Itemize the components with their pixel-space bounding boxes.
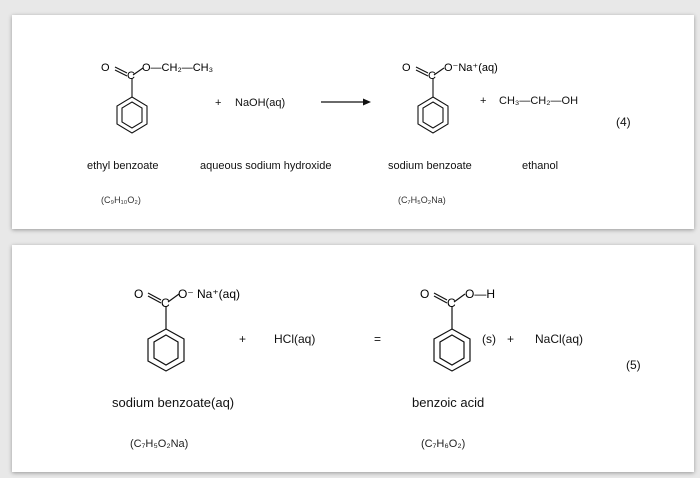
sodium-benzoate-formula: (C₇H₅O₂Na) [398, 195, 446, 205]
equation-number-5: (5) [626, 358, 641, 372]
ester-substituent-label: O—CH₂—CH₃ [142, 62, 213, 74]
sodium-benzoate-name: sodium benzoate [388, 160, 472, 172]
hydrochloric-acid-formula: HCl(aq) [274, 332, 316, 346]
plus-sign-1: + [239, 332, 247, 346]
sodium-benzoate-structure: O C O⁻Na⁺(aq) [402, 62, 498, 134]
plus-sign-2: + [480, 95, 487, 107]
carbonyl-oxygen-label: O [420, 287, 429, 301]
sodium-hydroxide-name: aqueous sodium hydroxide [200, 160, 332, 172]
equation-number-4: (4) [616, 115, 631, 129]
carbonyl-carbon-label: C [161, 296, 170, 310]
sodium-benzoate-aq-name: sodium benzoate(aq) [112, 395, 235, 410]
carbonyl-carbon-label: C [428, 70, 436, 82]
benzoic-acid-name: benzoic acid [412, 395, 485, 410]
sodium-benzoate-aq-formula: (C₇H₅O₂Na) [130, 438, 189, 450]
carbonyl-oxygen-label: O [101, 62, 110, 74]
carbonyl-oxygen-label: O [134, 287, 143, 301]
carboxylate-substituent-label: O⁻Na⁺(aq) [444, 62, 498, 74]
ethyl-benzoate-formula: (C₉H₁₀O₂) [101, 195, 141, 205]
ethanol-name: ethanol [522, 160, 559, 172]
plus-sign-1: + [215, 97, 222, 109]
reaction-5-panel: O C O⁻ Na⁺(aq) sodium benzoate(aq) (C₇H₅… [12, 245, 694, 472]
reaction-arrow [321, 98, 371, 106]
reaction-4-panel: O C O—CH₂—CH₃ ethyl benzoate (C₉H₁₀O₂) +… [12, 15, 694, 229]
sodium-chloride-formula: NaCl(aq) [535, 332, 584, 346]
plus-sign-2: + [507, 332, 515, 346]
benzoic-acid-structure: O C O—H [420, 287, 495, 372]
benzoic-acid-state: (s) [482, 332, 496, 346]
ethanol-formula: CH₃—CH₂—OH [499, 95, 579, 107]
carbonyl-oxygen-label: O [402, 62, 411, 74]
ethyl-benzoate-name: ethyl benzoate [87, 160, 159, 172]
sodium-hydroxide-formula: NaOH(aq) [235, 97, 286, 109]
carbonyl-carbon-label: C [447, 296, 456, 310]
benzoic-acid-formula: (C₇H₆O₂) [421, 438, 466, 450]
sodium-benzoate-structure: O C O⁻ Na⁺(aq) [134, 287, 240, 372]
ethyl-benzoate-structure: O C O—CH₂—CH₃ [101, 62, 213, 134]
carbonyl-carbon-label: C [127, 70, 135, 82]
hydroxyl-substituent-label: O—H [465, 287, 495, 301]
equals-sign: = [374, 332, 382, 346]
carboxylate-substituent-label: O⁻ Na⁺(aq) [178, 287, 240, 301]
